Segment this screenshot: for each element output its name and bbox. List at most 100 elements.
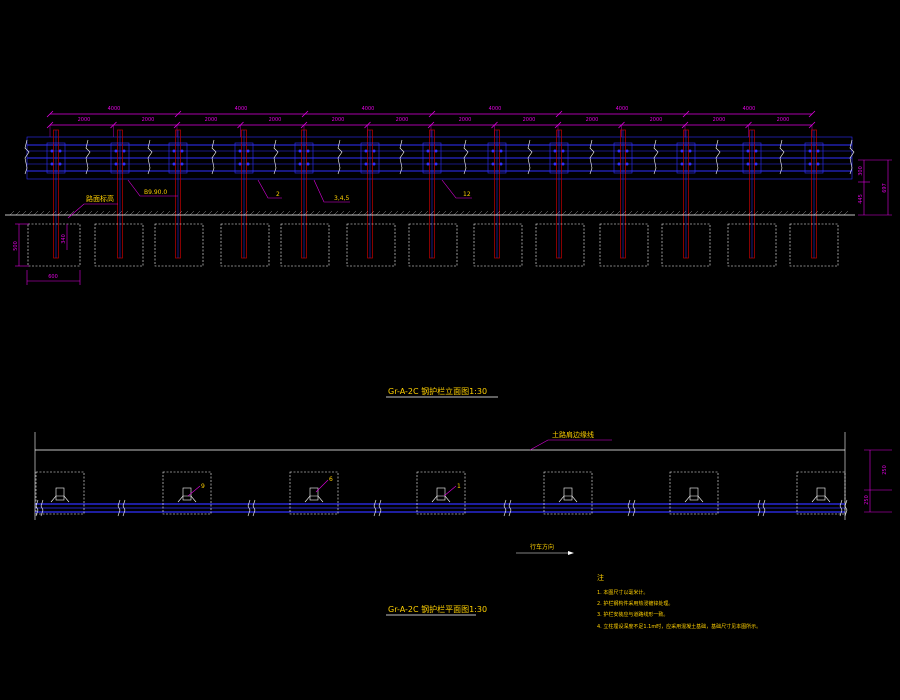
post-spacing-dim: 2000 xyxy=(777,117,790,123)
ground-hatch xyxy=(9,210,849,216)
hatch-mark xyxy=(525,210,531,216)
hatch-mark xyxy=(435,210,441,216)
break-symbol xyxy=(373,499,377,517)
hatch-mark xyxy=(267,210,273,216)
bolt xyxy=(372,162,376,166)
break-symbol xyxy=(779,139,785,175)
hatch-mark xyxy=(111,210,117,216)
break-symbol xyxy=(273,139,279,175)
plan-bracket xyxy=(177,495,197,503)
svg-text:6: 6 xyxy=(329,476,333,483)
break-symbol xyxy=(653,139,659,175)
hatch-mark xyxy=(741,210,747,216)
post-bracket xyxy=(742,142,762,174)
hatch-mark xyxy=(567,210,573,216)
hatch-mark xyxy=(387,210,393,216)
hatch-mark xyxy=(429,210,435,216)
bolt xyxy=(246,162,250,166)
hatch-mark xyxy=(771,210,777,216)
dim-tick xyxy=(174,110,182,118)
svg-text:Gr-A-2C 钢护栏平面图1:30: Gr-A-2C 钢护栏平面图1:30 xyxy=(388,604,487,614)
break-symbol xyxy=(399,139,405,175)
hatch-mark xyxy=(753,210,759,216)
concrete-foundation xyxy=(535,223,585,267)
bolt xyxy=(58,149,62,153)
hatch-mark xyxy=(597,210,603,216)
hatch-mark xyxy=(531,210,537,216)
bolt xyxy=(746,149,750,153)
bolt xyxy=(754,162,758,166)
concrete-foundation xyxy=(599,223,649,267)
hatch-mark xyxy=(837,210,843,216)
bolt xyxy=(499,149,503,153)
hatch-mark xyxy=(609,210,615,216)
hatch-mark xyxy=(141,210,147,216)
hatch-mark xyxy=(633,210,639,216)
concrete-foundation xyxy=(27,223,81,267)
break-symbol xyxy=(35,499,39,517)
plan-foundation xyxy=(289,471,339,515)
hatch-mark xyxy=(261,210,267,216)
hatch-mark xyxy=(729,210,735,216)
bolt xyxy=(172,162,176,166)
hatch-mark xyxy=(129,210,135,216)
segment-dim: 4000 xyxy=(108,106,121,112)
hatch-mark xyxy=(513,210,519,216)
height-dimensions: 300 445 697 xyxy=(858,159,892,216)
hatch-mark xyxy=(123,210,129,216)
hatch-mark xyxy=(69,210,75,216)
callout-bolt: B9.90.0 xyxy=(127,179,178,197)
plan-post xyxy=(55,487,65,501)
bolt xyxy=(680,162,684,166)
post-embed-dim: 340 xyxy=(61,234,67,244)
hatch-mark xyxy=(681,210,687,216)
bolt xyxy=(688,162,692,166)
bolt xyxy=(426,149,430,153)
callout-part-1: 1 xyxy=(443,483,461,497)
hatch-mark xyxy=(573,210,579,216)
hatch-mark xyxy=(765,210,771,216)
hatch-mark xyxy=(291,210,297,216)
bolt xyxy=(114,149,118,153)
hatch-mark xyxy=(165,210,171,216)
svg-text:2: 2 xyxy=(276,191,280,198)
post-bracket xyxy=(110,142,130,174)
hatch-mark xyxy=(789,210,795,216)
hatch-mark xyxy=(543,210,549,216)
hatch-mark xyxy=(657,210,663,216)
break-symbol xyxy=(247,499,251,517)
hatch-mark xyxy=(723,210,729,216)
hatch-mark xyxy=(795,210,801,216)
svg-text:土路肩边缘线: 土路肩边缘线 xyxy=(552,430,594,439)
bolt xyxy=(491,162,495,166)
hatch-mark xyxy=(39,210,45,216)
hatch-mark xyxy=(645,210,651,216)
segment-dim: 4000 xyxy=(616,106,629,112)
hatch-mark xyxy=(579,210,585,216)
hatch-mark xyxy=(237,210,243,216)
break-symbol xyxy=(337,139,343,175)
bolt xyxy=(306,149,310,153)
svg-text:9: 9 xyxy=(201,483,205,490)
break-symbol xyxy=(715,139,721,175)
bolt xyxy=(172,149,176,153)
post-bracket xyxy=(676,142,696,174)
break-symbol xyxy=(463,139,469,175)
hatch-mark xyxy=(519,210,525,216)
direction-indicator: 行车方向 xyxy=(516,543,574,555)
hatch-mark xyxy=(153,210,159,216)
hatch-mark xyxy=(243,210,249,216)
hatch-mark xyxy=(273,210,279,216)
height-dim-upper: 300 xyxy=(858,166,864,176)
hatch-mark xyxy=(183,210,189,216)
segment-dimension-row: 4000 4000 4000 4000 4000 4000 xyxy=(46,106,816,118)
posts xyxy=(46,129,824,259)
plan-title: Gr-A-2C 钢护栏平面图1:30 xyxy=(386,604,487,616)
dim-tick xyxy=(808,110,816,118)
plan-bracket xyxy=(811,495,831,503)
hatch-mark xyxy=(675,210,681,216)
post-spacing-dim: 2000 xyxy=(142,117,155,123)
plan-post xyxy=(309,487,319,501)
bolt xyxy=(122,162,126,166)
hatch-mark xyxy=(549,210,555,216)
